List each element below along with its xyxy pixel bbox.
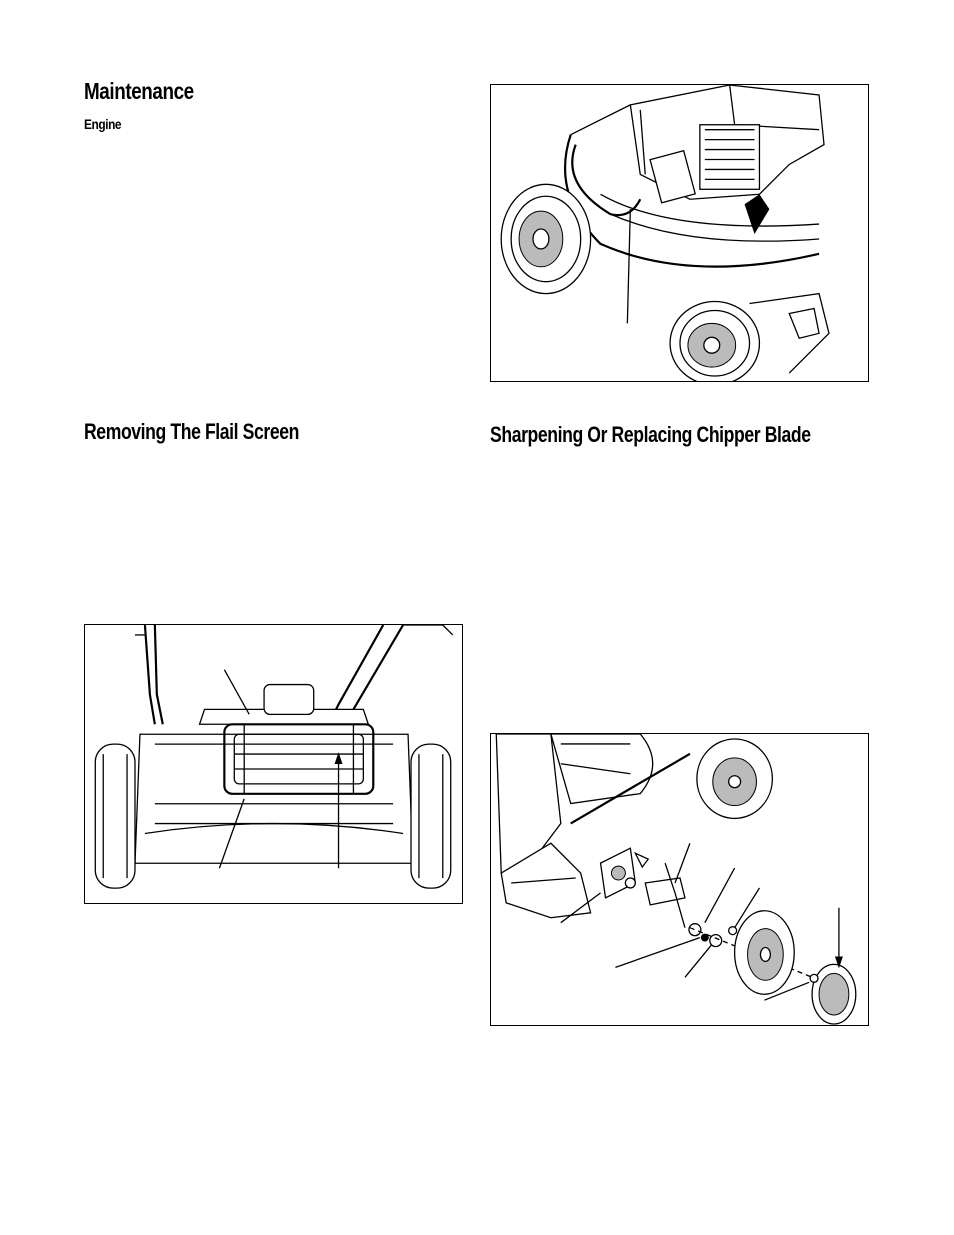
section-heading-flail-screen: Removing The Flail Screen — [84, 419, 299, 444]
chipper-blade-illustration — [495, 734, 857, 1025]
figure-flail-screen — [84, 624, 463, 904]
figure-engine-deck — [490, 84, 869, 382]
section-subtitle-engine: Engine — [84, 116, 122, 132]
figure-chipper-blade — [490, 733, 869, 1026]
page-title: Maintenance — [84, 78, 194, 104]
engine-deck-illustration — [500, 85, 830, 381]
flail-screen-illustration — [94, 625, 454, 889]
section-heading-chipper-blade: Sharpening Or Replacing Chipper Blade — [490, 422, 811, 447]
